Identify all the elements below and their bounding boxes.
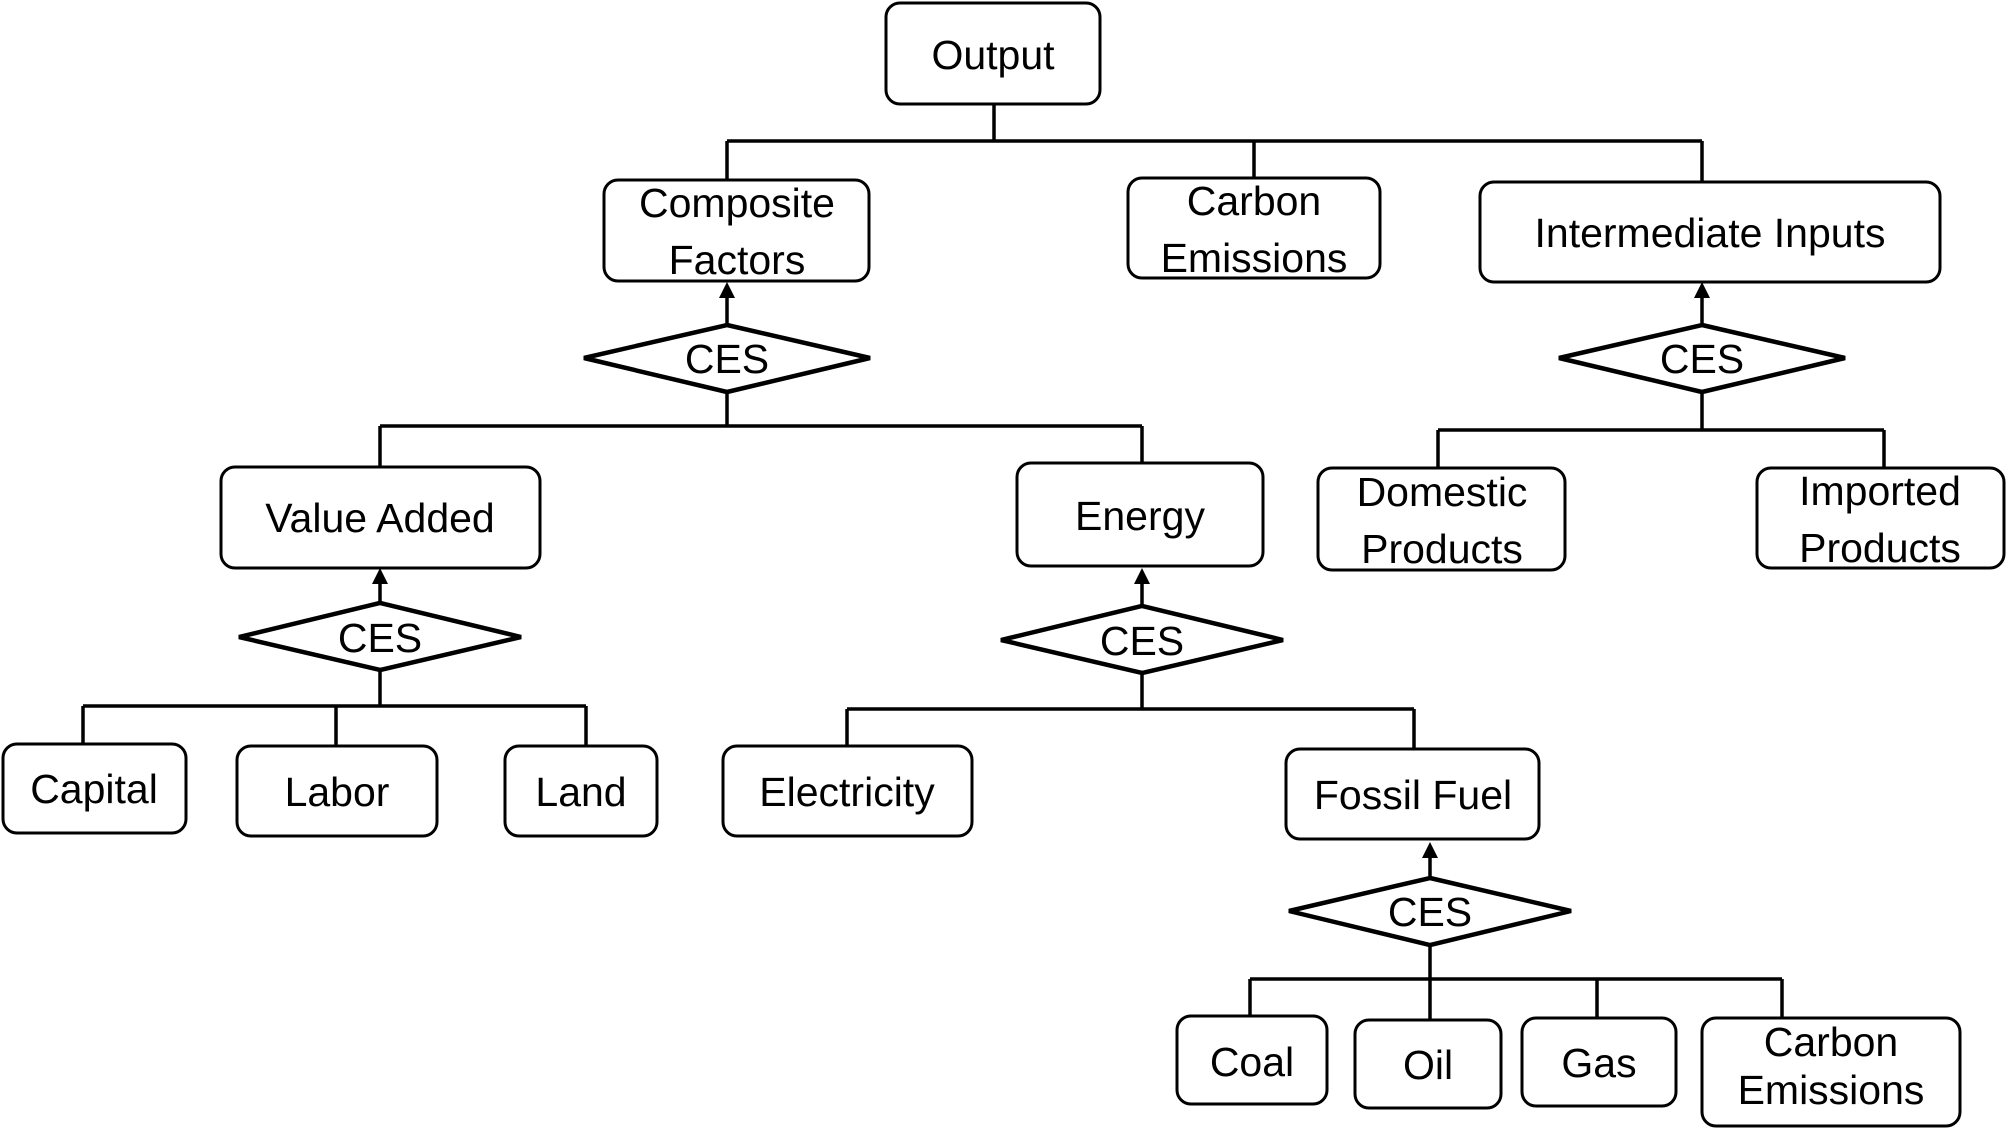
ces-value-added-label: CES — [338, 615, 422, 661]
node-electricity-label: Electricity — [759, 769, 935, 815]
connector-composite-ces-to-children — [378, 392, 1144, 467]
arrow-head-intermediate — [1694, 282, 1710, 298]
node-intermediate-inputs-label: Intermediate Inputs — [1535, 210, 1886, 256]
node-composite-factors-label-line1: Composite — [639, 180, 835, 226]
connector-value-added-ces-to-children — [81, 670, 588, 746]
node-composite-factors: Composite Factors — [602, 178, 871, 283]
node-value-added: Value Added — [219, 465, 542, 570]
connector-energy-ces-to-children — [845, 673, 1416, 749]
connector-lines — [81, 104, 1886, 1020]
node-intermediate-inputs: Intermediate Inputs — [1478, 180, 1942, 284]
node-imported-products: Imported Products — [1755, 466, 2006, 571]
node-coal: Coal — [1175, 1014, 1329, 1106]
node-labor-label: Labor — [285, 769, 390, 815]
ces-intermediate: CES — [1558, 322, 1846, 395]
ces-intermediate-label: CES — [1660, 336, 1744, 382]
arrow-head-fossil — [1422, 842, 1438, 858]
node-carbon-emissions-top-label-line1: Carbon — [1187, 178, 1321, 224]
ces-fossil-fuel-label: CES — [1388, 889, 1472, 935]
ces-fossil-fuel: CES — [1288, 875, 1572, 948]
connector-fossil-ces-to-children — [1248, 945, 1784, 1020]
ces-energy: CES — [1000, 603, 1284, 676]
arrow-head-energy — [1134, 568, 1150, 584]
node-output: Output — [884, 1, 1102, 106]
node-imported-products-label-line2: Products — [1799, 525, 1961, 571]
node-capital: Capital — [1, 742, 188, 835]
node-oil-label: Oil — [1403, 1042, 1453, 1088]
node-carbon-emissions-top-label-line2: Emissions — [1161, 235, 1348, 281]
node-fossil-fuel-label: Fossil Fuel — [1314, 772, 1512, 818]
arrow-head-value-added — [372, 568, 388, 584]
node-domestic-products-label-line2: Products — [1361, 526, 1523, 572]
node-value-added-label: Value Added — [265, 495, 495, 541]
node-imported-products-label-line1: Imported — [1799, 468, 1961, 514]
node-composite-factors-label-line2: Factors — [669, 237, 806, 283]
node-domestic-products: Domestic Products — [1316, 466, 1567, 572]
node-carbon-emissions-bottom-label-line2: Emissions — [1738, 1067, 1925, 1113]
ces-energy-label: CES — [1100, 618, 1184, 664]
node-carbon-emissions-bottom-label-line1: Carbon — [1764, 1019, 1898, 1065]
node-carbon-emissions-top: Carbon Emissions — [1126, 176, 1382, 281]
node-gas: Gas — [1520, 1016, 1678, 1108]
ces-composite-label: CES — [685, 336, 769, 382]
ces-composite: CES — [583, 322, 871, 395]
node-land-label: Land — [535, 769, 626, 815]
node-energy: Energy — [1015, 461, 1265, 568]
node-electricity: Electricity — [721, 744, 974, 838]
arrow-head-composite — [719, 282, 735, 298]
node-domestic-products-label-line1: Domestic — [1357, 469, 1528, 515]
node-oil: Oil — [1353, 1018, 1503, 1110]
connector-output-to-level1 — [725, 104, 1704, 182]
node-land: Land — [503, 744, 659, 838]
node-energy-label: Energy — [1075, 493, 1205, 539]
node-coal-label: Coal — [1210, 1039, 1294, 1085]
node-carbon-emissions-bottom: Carbon Emissions — [1700, 1016, 1962, 1128]
ces-value-added: CES — [238, 600, 522, 673]
node-gas-label: Gas — [1561, 1040, 1636, 1086]
node-capital-label: Capital — [30, 766, 158, 812]
node-output-label: Output — [931, 32, 1055, 78]
node-labor: Labor — [235, 744, 439, 838]
arrow-heads — [372, 282, 1710, 858]
node-fossil-fuel: Fossil Fuel — [1284, 747, 1541, 841]
connector-intermediate-ces-to-children — [1436, 392, 1886, 468]
